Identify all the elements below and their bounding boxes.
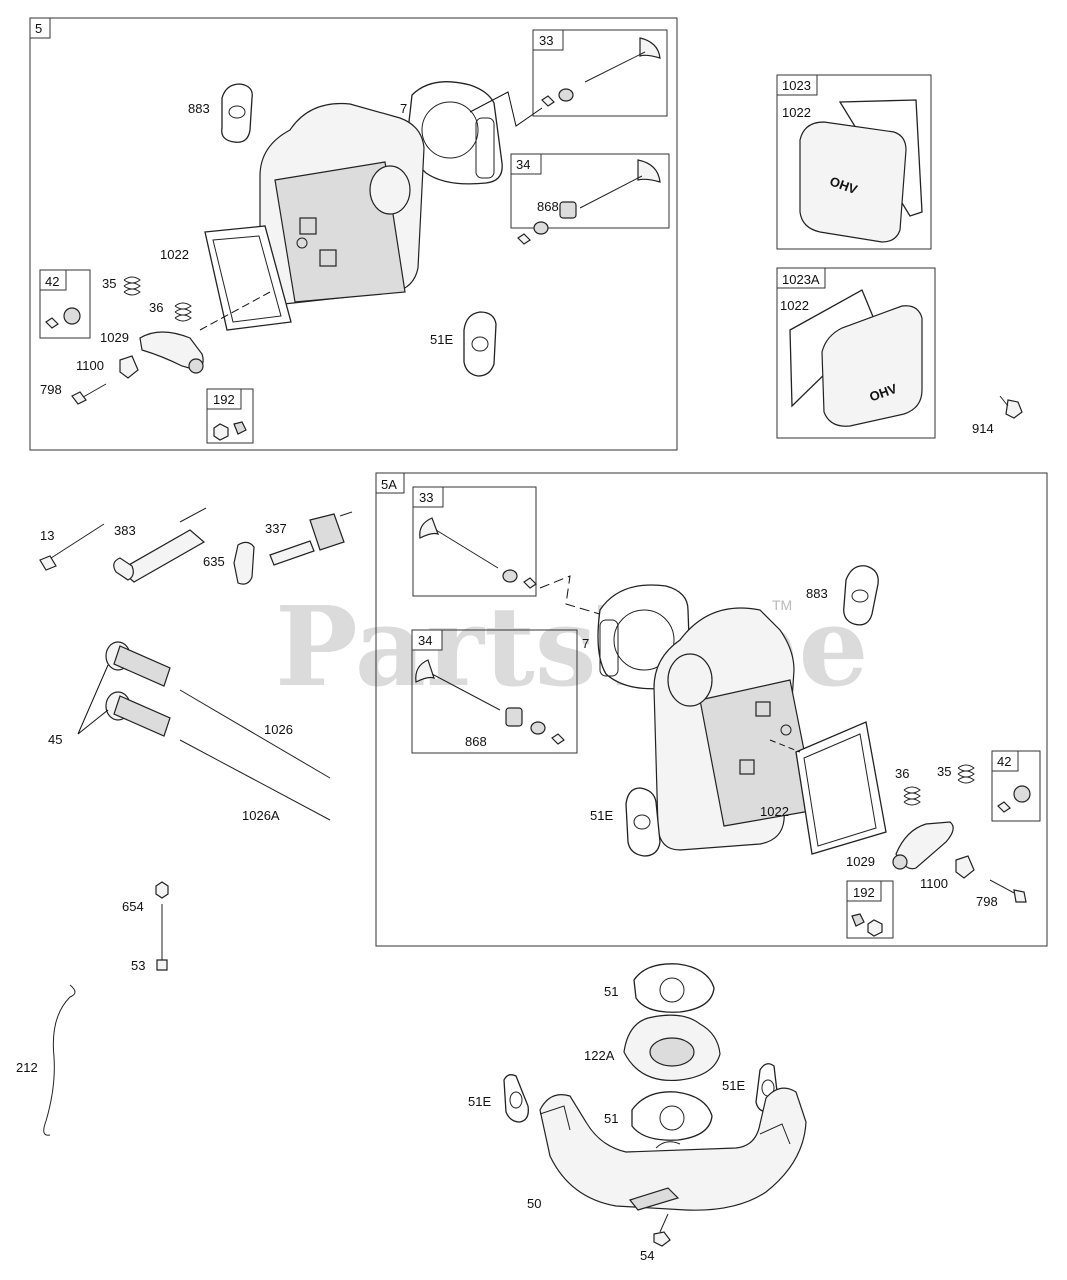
loose-parts[interactable]: 13 383 337 635 45 1026 <box>16 507 353 1136</box>
cylinder-head-icon <box>653 607 817 851</box>
spark-plug-boot-icon <box>233 541 255 585</box>
label-212: 212 <box>16 1060 38 1075</box>
group-5a-192-tag: 192 <box>853 885 875 900</box>
push-rod-icon <box>179 739 331 821</box>
nut-icon <box>155 881 169 899</box>
label-1022-1023: 1022 <box>782 105 811 120</box>
spring-icon <box>957 764 975 784</box>
link-rod-icon <box>43 984 76 1136</box>
label-36: 36 <box>149 300 163 315</box>
label-m51b: 51 <box>604 1111 618 1126</box>
valve-cover-icon: OHV <box>799 121 907 243</box>
valve-icon <box>415 659 565 745</box>
watermark-tm: TM <box>772 597 792 613</box>
group-5-192-tag: 192 <box>213 392 235 407</box>
label-1022: 1022 <box>160 247 189 262</box>
bolt-icon <box>999 395 1023 419</box>
label-a798: 798 <box>976 894 998 909</box>
bolt-icon <box>653 1213 671 1247</box>
group-5a-34-tag: 34 <box>418 633 432 648</box>
label-m122a: 122A <box>584 1048 615 1063</box>
label-a868: 868 <box>465 734 487 749</box>
group-5a[interactable]: 5A 33 34 868 7 <box>375 472 1048 947</box>
push-rod-icon <box>179 689 331 779</box>
label-53: 53 <box>131 958 145 973</box>
valve-icon <box>541 37 661 107</box>
label-m51a: 51 <box>604 984 618 999</box>
label-635: 635 <box>203 554 225 569</box>
gasket-icon <box>843 565 879 626</box>
label-337: 337 <box>265 521 287 536</box>
bolt-icon <box>989 879 1027 903</box>
label-a1029: 1029 <box>846 854 875 869</box>
group-1023-tag: 1023 <box>782 78 811 93</box>
label-13: 13 <box>40 528 54 543</box>
label-868: 868 <box>537 199 559 214</box>
bolt-icon <box>39 523 105 571</box>
label-1100: 1100 <box>76 358 104 373</box>
guide-plate-icon <box>119 355 139 379</box>
group-5a-tag: 5A <box>381 477 397 492</box>
label-1022-1023a: 1022 <box>780 298 809 313</box>
label-a1100: 1100 <box>920 876 948 891</box>
spark-plug-icon <box>269 511 353 566</box>
exhaust-gasket-icon <box>503 1074 529 1123</box>
label-a36: 36 <box>895 766 909 781</box>
gasket-icon <box>221 83 253 143</box>
valve-icon <box>517 159 661 245</box>
label-1026: 1026 <box>264 722 293 737</box>
exhaust-gasket-icon <box>625 787 661 857</box>
label-35: 35 <box>102 276 116 291</box>
label-a51e: 51E <box>590 808 613 823</box>
gasket-icon <box>633 963 715 1013</box>
valve-icon <box>419 517 537 589</box>
group-5a-33-tag: 33 <box>419 490 433 505</box>
label-m51e-left: 51E <box>468 1094 491 1109</box>
group-5-33-tag: 33 <box>539 33 553 48</box>
tappet-icon <box>105 641 171 737</box>
label-m50: 50 <box>527 1196 541 1211</box>
spring-icon <box>174 302 192 322</box>
group-5a-42-tag: 42 <box>997 754 1011 769</box>
label-1026a: 1026A <box>242 808 280 823</box>
label-m54: 54 <box>640 1248 654 1263</box>
group-5-34-tag: 34 <box>516 157 530 172</box>
label-7: 7 <box>400 101 407 116</box>
label-a7: 7 <box>582 636 589 651</box>
exhaust-gasket-icon <box>463 311 497 377</box>
label-a35: 35 <box>937 764 951 779</box>
pivot-shaft-icon <box>113 507 207 583</box>
label-654: 654 <box>122 899 144 914</box>
label-883: 883 <box>188 101 210 116</box>
spring-icon <box>123 276 141 296</box>
label-1029: 1029 <box>100 330 129 345</box>
group-1023a-tag: 1023A <box>782 272 820 287</box>
label-45: 45 <box>48 732 62 747</box>
guide-plate-icon <box>955 855 975 879</box>
label-a883: 883 <box>806 586 828 601</box>
label-914: 914 <box>972 421 994 436</box>
valve-cover-icon: OHV <box>821 305 923 427</box>
gasket-icon <box>631 1091 713 1141</box>
group-1023[interactable]: 1023 1022 OHV <box>776 74 932 250</box>
label-m51e-right: 51E <box>722 1078 745 1093</box>
group-1023a[interactable]: 1023A 1022 OHV 914 <box>776 267 1023 439</box>
cylinder-head-icon <box>259 102 425 305</box>
group-5[interactable]: 5 33 34 868 883 7 <box>29 17 678 451</box>
label-383: 383 <box>114 523 136 538</box>
exhaust-manifold-icon <box>539 1087 807 1211</box>
exhaust-manifold-group[interactable]: 51 122A 51 51E 51E 50 54 <box>468 963 807 1263</box>
group-5-tag: 5 <box>35 21 42 36</box>
group-5-42-tag: 42 <box>45 274 59 289</box>
label-798: 798 <box>40 382 62 397</box>
label-a1022: 1022 <box>760 804 789 819</box>
bolt-icon <box>71 383 107 405</box>
stud-icon <box>156 904 168 971</box>
rocker-arm-icon <box>895 821 954 870</box>
cover-gasket-icon <box>204 225 292 331</box>
spring-icon <box>903 786 921 806</box>
label-51e: 51E <box>430 332 453 347</box>
